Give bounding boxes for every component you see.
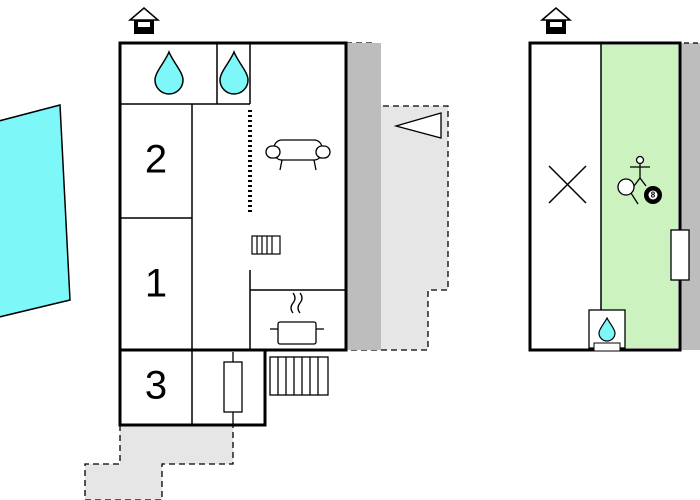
- room-number-2: 2: [145, 138, 167, 182]
- bathroom-box: [588, 309, 626, 352]
- sofa-icon: [265, 139, 331, 171]
- pool-icon: [0, 104, 71, 318]
- wall-shadow: [346, 43, 381, 350]
- entrance-icon: [127, 7, 161, 34]
- interior-walls: [120, 43, 346, 425]
- table-football-icon: [630, 155, 650, 187]
- steps-icon: [269, 356, 329, 396]
- billiard-ball-number: 8: [651, 191, 656, 200]
- radiator-icon: [251, 235, 281, 255]
- entrance-icon: [539, 7, 573, 34]
- games-area: [601, 45, 678, 348]
- direction-marker-icon: [393, 112, 442, 139]
- water-drop-icon: [598, 316, 616, 342]
- cross-mark-icon: [548, 165, 587, 204]
- water-drop-icon: [219, 49, 249, 95]
- radiator-icon: [670, 229, 690, 281]
- room-number-1: 1: [145, 262, 167, 306]
- room-number-3: 3: [145, 364, 167, 408]
- billiard-ball-icon: 8: [644, 186, 662, 204]
- fireplace-icon: [223, 352, 243, 425]
- wall-shadow: [680, 43, 700, 350]
- water-drop-icon: [154, 49, 184, 95]
- table-tennis-icon: [617, 178, 639, 205]
- cooking-pot-icon: [270, 292, 324, 345]
